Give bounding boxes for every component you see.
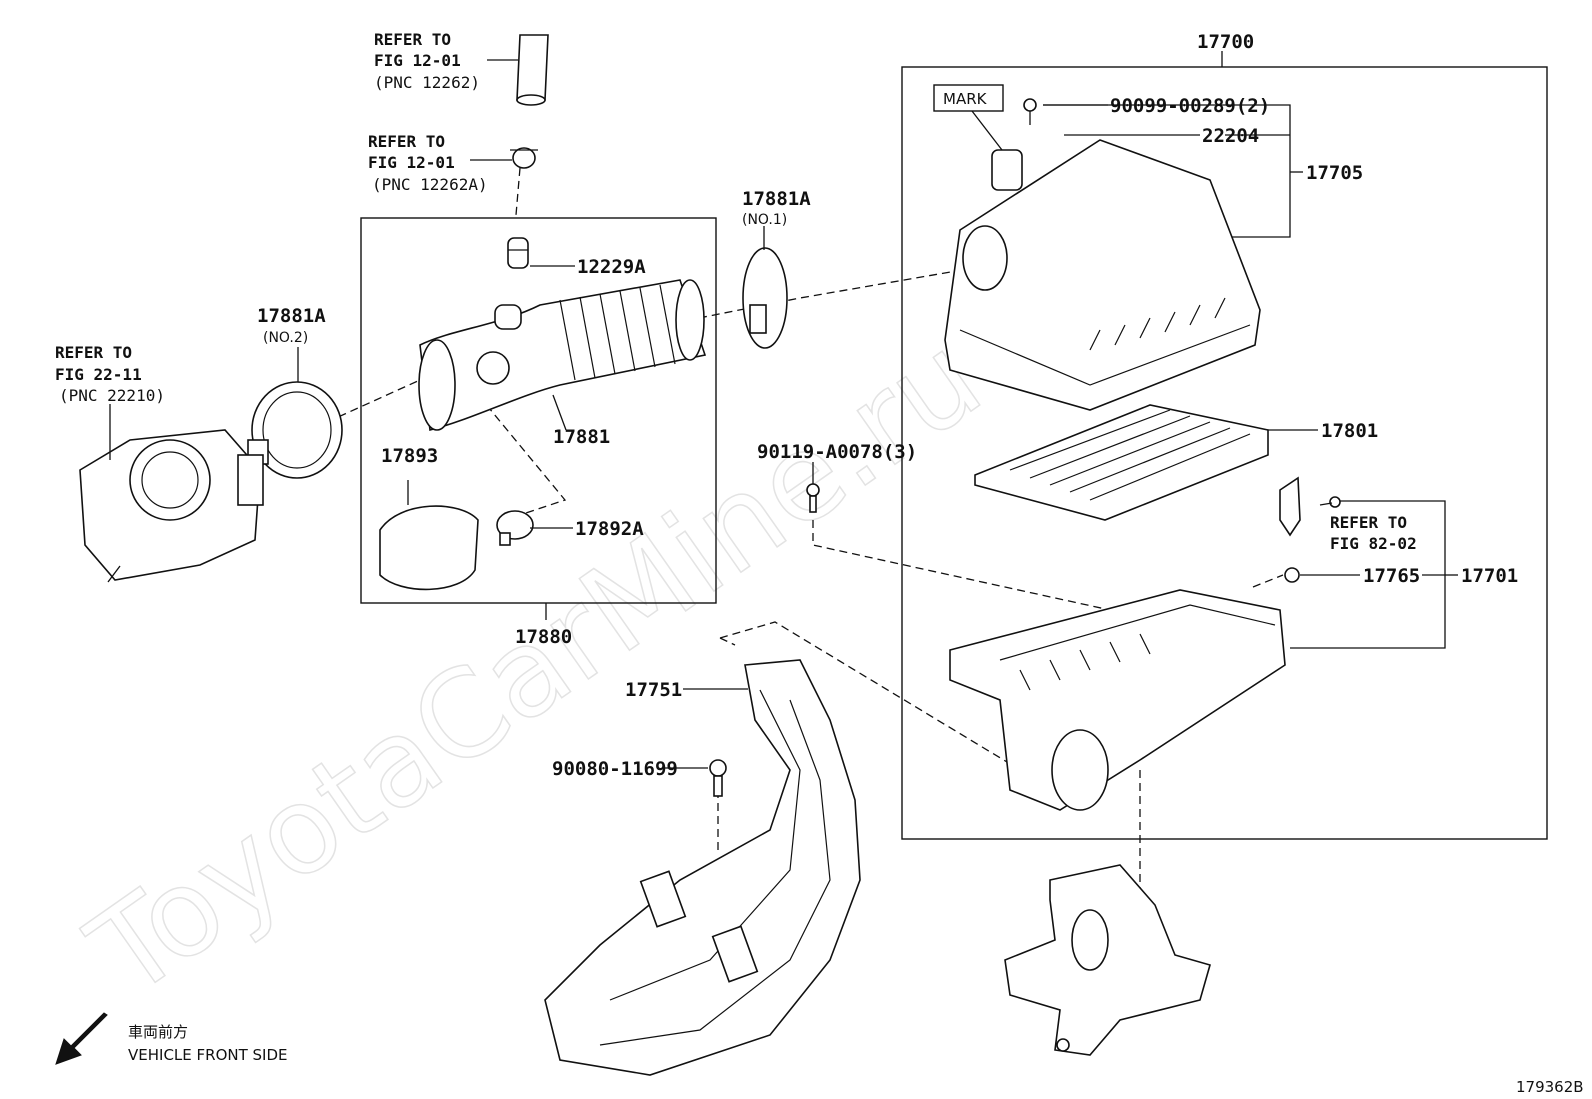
- air-filter-17801: [974, 404, 1269, 521]
- refer-12262-line2: FIG 12-01: [374, 51, 461, 70]
- part-number-17893: 17893: [381, 445, 438, 467]
- mark-label: MARK: [943, 90, 988, 108]
- throttle-body: [79, 429, 264, 583]
- refer-22210-line3: (PNC 22210): [59, 386, 165, 405]
- refer-12262-line3: (PNC 12262): [374, 73, 480, 92]
- part-number-17881a-no1: 17881A: [742, 188, 811, 210]
- refer-82-02-line2: FIG 82-02: [1330, 534, 1417, 553]
- assembly-box-17700: [901, 66, 1548, 840]
- refer-12262-line1: REFER TO: [374, 30, 451, 49]
- part-number-22204: 22204: [1202, 125, 1259, 147]
- refer-12262a-line3: (PNC 12262A): [372, 175, 488, 194]
- clamp-17881a-no2: [247, 381, 343, 479]
- clamp-17881a-no1: [742, 247, 788, 349]
- part-number-90119-a0078: 90119-A0078(3): [757, 441, 917, 463]
- watermark: ToyotaCarMine.ru: [66, 309, 1005, 1025]
- part-number-17801: 17801: [1321, 420, 1378, 442]
- bracket-right: [1279, 476, 1341, 537]
- refer-22210-line1: REFER TO: [55, 343, 132, 362]
- arrow-down-left-icon: [55, 1012, 108, 1065]
- mark-box: [933, 84, 1004, 112]
- inlet-hose-17881: [418, 279, 707, 431]
- part-number-17881a-no1-sub: (NO.1): [742, 212, 787, 228]
- part-number-17700: 17700: [1197, 31, 1254, 53]
- refer-22210-line2: FIG 22-11: [55, 365, 142, 384]
- part-number-17701: 17701: [1461, 565, 1518, 587]
- part-number-90099-00289: 90099-00289(2): [1110, 95, 1270, 117]
- bolt-90080: [709, 759, 727, 797]
- part-number-17765: 17765: [1363, 565, 1420, 587]
- refer-82-02-line1: REFER TO: [1330, 513, 1407, 532]
- clamp-17892a: [496, 510, 534, 546]
- cover-17893: [379, 505, 479, 591]
- nut-17765: [1284, 567, 1300, 583]
- figure-code: 179362B: [1516, 1078, 1584, 1096]
- refer-12262a-line1: REFER TO: [368, 132, 445, 151]
- vehicle-front-jp: 車両前方: [128, 1023, 188, 1041]
- part-number-90080-11699: 90080-11699: [552, 758, 678, 780]
- vehicle-front-en: VEHICLE FRONT SIDE: [128, 1046, 288, 1064]
- part-number-17892a: 17892A: [575, 518, 644, 540]
- screw-90099: [1023, 98, 1037, 125]
- air-cleaner-case-17701: [949, 589, 1286, 811]
- part-number-17705: 17705: [1306, 162, 1363, 184]
- refer-12262a-line2: FIG 12-01: [368, 153, 455, 172]
- hose-top: [516, 34, 549, 106]
- part-number-12229a: 12229A: [577, 256, 646, 278]
- bolt-90119: [806, 483, 820, 513]
- mount-bracket: [1004, 864, 1211, 1056]
- part-number-17881: 17881: [553, 426, 610, 448]
- intake-duct-17751: [544, 659, 861, 1076]
- part-number-17751: 17751: [625, 679, 682, 701]
- part-number-17881a-no2-sub: (NO.2): [263, 330, 308, 346]
- part-number-17881a-no2: 17881A: [257, 305, 326, 327]
- assembly-box-17880: [360, 217, 717, 604]
- clip-12262a: [510, 147, 538, 169]
- part-number-17880: 17880: [515, 626, 572, 648]
- air-cleaner-cap-17705: [944, 139, 1261, 411]
- pcv-fitting-12229a: [507, 237, 529, 269]
